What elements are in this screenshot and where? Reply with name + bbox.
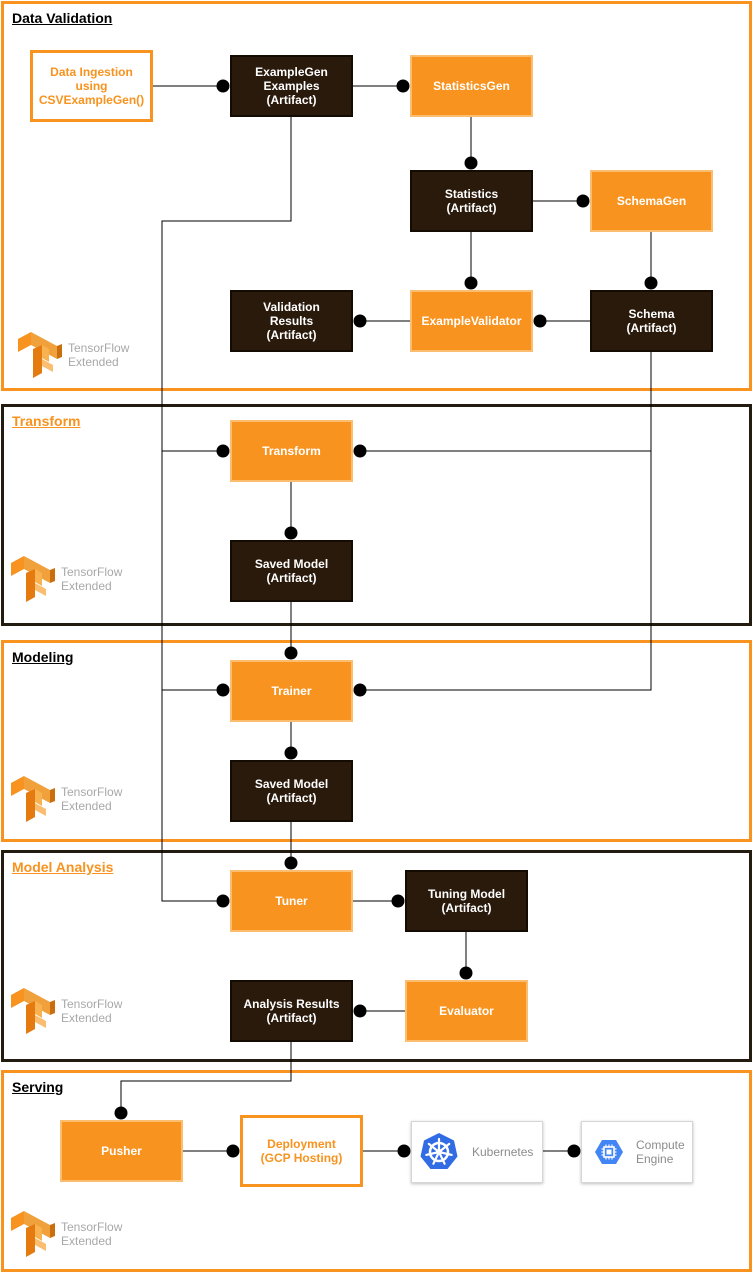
section-data-validation: Data Validation bbox=[1, 1, 752, 391]
connector-dot bbox=[284, 526, 298, 540]
connector-dot bbox=[353, 444, 367, 458]
compute-engine-icon bbox=[595, 1140, 623, 1164]
connector-dot bbox=[216, 894, 230, 908]
node-saved-model-2[interactable]: Saved Model(Artifact) bbox=[230, 760, 353, 822]
section-serving: Serving bbox=[1, 1070, 752, 1272]
section-title-transform: Transform bbox=[12, 413, 81, 429]
connector-dot bbox=[397, 1144, 411, 1158]
kubernetes-icon bbox=[420, 1133, 458, 1169]
edge-examples-bus bbox=[161, 116, 292, 902]
section-title-model-analysis: Model Analysis bbox=[12, 859, 114, 875]
node-schema[interactable]: Schema(Artifact) bbox=[590, 290, 713, 352]
node-statistics[interactable]: Statistics(Artifact) bbox=[410, 170, 533, 232]
connector-dot bbox=[464, 156, 478, 170]
section-modeling: Modeling bbox=[1, 640, 752, 842]
node-statisticsgen[interactable]: StatisticsGen bbox=[410, 55, 533, 117]
connector-dot bbox=[464, 276, 478, 290]
section-transform: Transform bbox=[1, 404, 752, 626]
connector-dot bbox=[644, 276, 658, 290]
node-examplevalidator[interactable]: ExampleValidator bbox=[410, 290, 533, 352]
section-model-analysis: Model Analysis bbox=[1, 850, 752, 1062]
tensorflow-icon bbox=[11, 776, 55, 822]
tensorflow-icon bbox=[11, 1211, 55, 1257]
tensorflow-icon bbox=[11, 988, 55, 1034]
connector-dot bbox=[216, 79, 230, 93]
connector-dot bbox=[216, 683, 230, 697]
node-compute-engine[interactable]: Compute Engine bbox=[581, 1121, 693, 1183]
connector-dot bbox=[567, 1144, 581, 1158]
connector-dot bbox=[391, 894, 405, 908]
tensorflow-icon bbox=[11, 556, 55, 602]
node-deployment[interactable]: Deployment(GCP Hosting) bbox=[240, 1115, 363, 1187]
tensorflow-icon bbox=[18, 332, 62, 378]
node-schemagen[interactable]: SchemaGen bbox=[590, 170, 713, 232]
section-title-modeling: Modeling bbox=[12, 649, 74, 665]
node-tuning-model[interactable]: Tuning Model(Artifact) bbox=[405, 870, 528, 932]
connector-dot bbox=[226, 1144, 240, 1158]
node-saved-model-1[interactable]: Saved Model(Artifact) bbox=[230, 540, 353, 602]
node-evaluator[interactable]: Evaluator bbox=[405, 980, 528, 1042]
node-pusher[interactable]: Pusher bbox=[60, 1120, 183, 1182]
node-tuner[interactable]: Tuner bbox=[230, 870, 353, 932]
connector-dot bbox=[114, 1106, 128, 1120]
connector-dot bbox=[353, 1004, 367, 1018]
section-title-serving: Serving bbox=[12, 1079, 64, 1095]
kubernetes-label: Kubernetes bbox=[472, 1145, 534, 1159]
connector-dot bbox=[576, 194, 590, 208]
compute-engine-label: Compute Engine bbox=[636, 1138, 685, 1166]
connector-dot bbox=[533, 314, 547, 328]
connector-dot bbox=[353, 683, 367, 697]
edge-analysis-pusher bbox=[120, 1042, 292, 1112]
node-transform[interactable]: Transform bbox=[230, 420, 353, 482]
connector-dot bbox=[284, 646, 298, 660]
section-title-data-validation: Data Validation bbox=[12, 10, 113, 26]
connector-dot bbox=[284, 856, 298, 870]
connector-dot bbox=[216, 444, 230, 458]
node-kubernetes[interactable]: Kubernetes bbox=[411, 1121, 543, 1183]
connector-dot bbox=[353, 314, 367, 328]
node-trainer[interactable]: Trainer bbox=[230, 660, 353, 722]
connector-dot bbox=[459, 966, 473, 980]
connector-dot bbox=[396, 79, 410, 93]
edge-schema-bus bbox=[360, 352, 652, 691]
connector-dot bbox=[284, 746, 298, 760]
node-analysis-results[interactable]: Analysis Results(Artifact) bbox=[230, 980, 353, 1042]
